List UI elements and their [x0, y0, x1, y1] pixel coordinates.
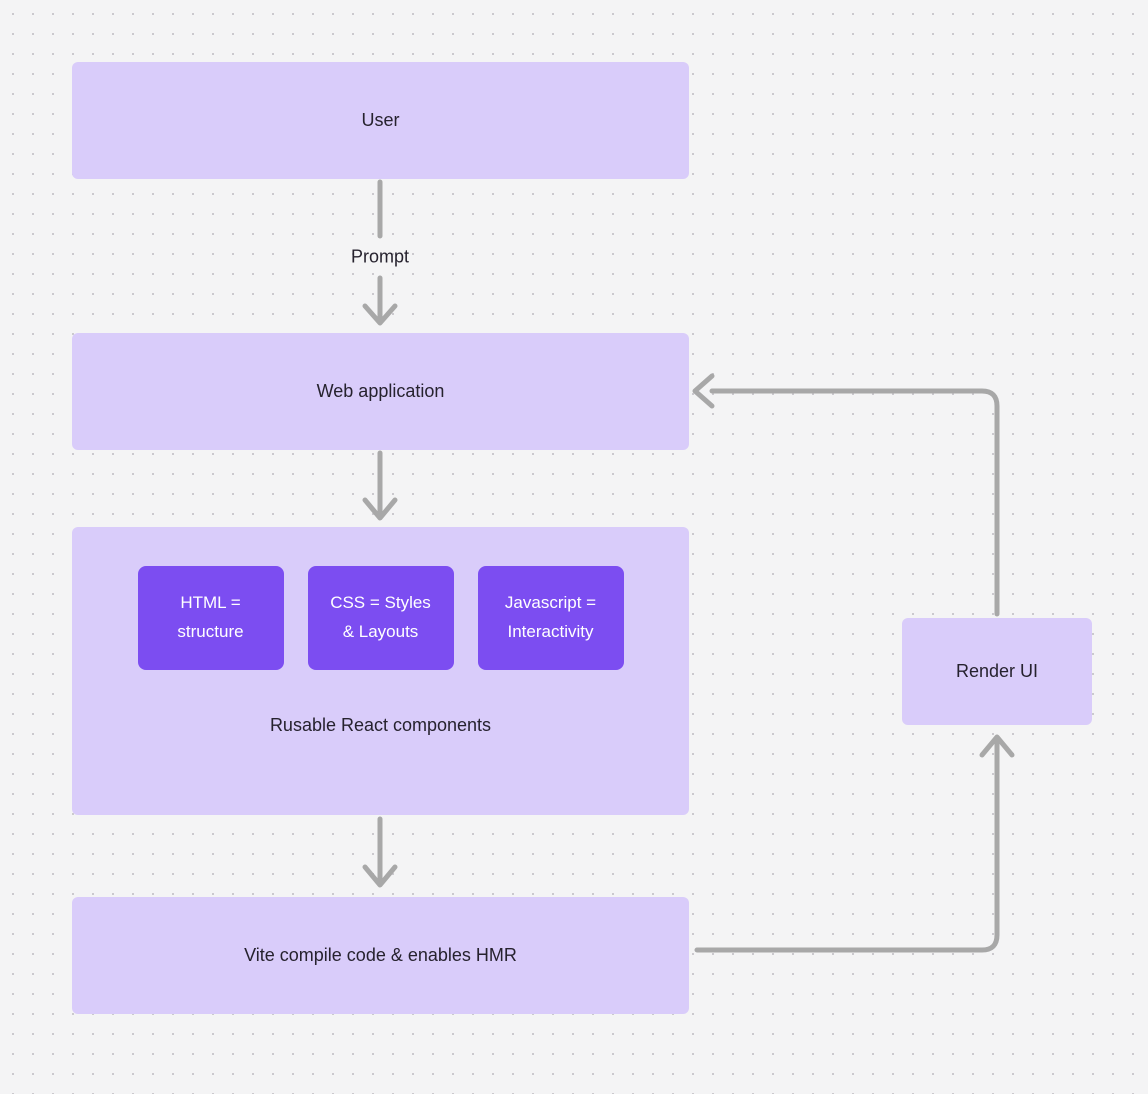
node-vite[interactable]: Vite compile code & enables HMR — [72, 897, 689, 1014]
react-chip-row: HTML = structure CSS = Styles & Layouts … — [137, 566, 624, 670]
react-components-caption: Rusable React components — [269, 715, 492, 735]
node-user[interactable]: User — [72, 62, 689, 179]
node-render-ui-label: Render UI — [955, 661, 1039, 682]
node-web-application[interactable]: Web application — [72, 333, 689, 450]
edge-label-prompt: Prompt — [350, 246, 410, 267]
chip-html[interactable]: HTML = structure — [137, 566, 284, 670]
edge-render-to-webapp — [692, 373, 1000, 617]
node-vite-label: Vite compile code & enables HMR — [244, 945, 517, 966]
node-user-label: User — [361, 110, 400, 131]
chip-javascript-label: Javascript = Interactivity — [504, 593, 597, 641]
chip-css[interactable]: CSS = Styles & Layouts — [307, 566, 454, 670]
edge-webapp-to-react — [362, 450, 398, 521]
node-web-application-label: Web application — [316, 381, 445, 402]
chip-html-label: HTML = structure — [177, 593, 244, 641]
chip-javascript[interactable]: Javascript = Interactivity — [477, 566, 624, 670]
node-render-ui[interactable]: Render UI — [902, 618, 1092, 725]
node-react-components[interactable]: HTML = structure CSS = Styles & Layouts … — [72, 527, 689, 815]
edge-react-to-vite — [362, 816, 398, 888]
edge-vite-to-render — [694, 734, 1015, 953]
react-components-content: HTML = structure CSS = Styles & Layouts … — [72, 527, 689, 815]
chip-css-label: CSS = Styles & Layouts — [330, 593, 431, 641]
